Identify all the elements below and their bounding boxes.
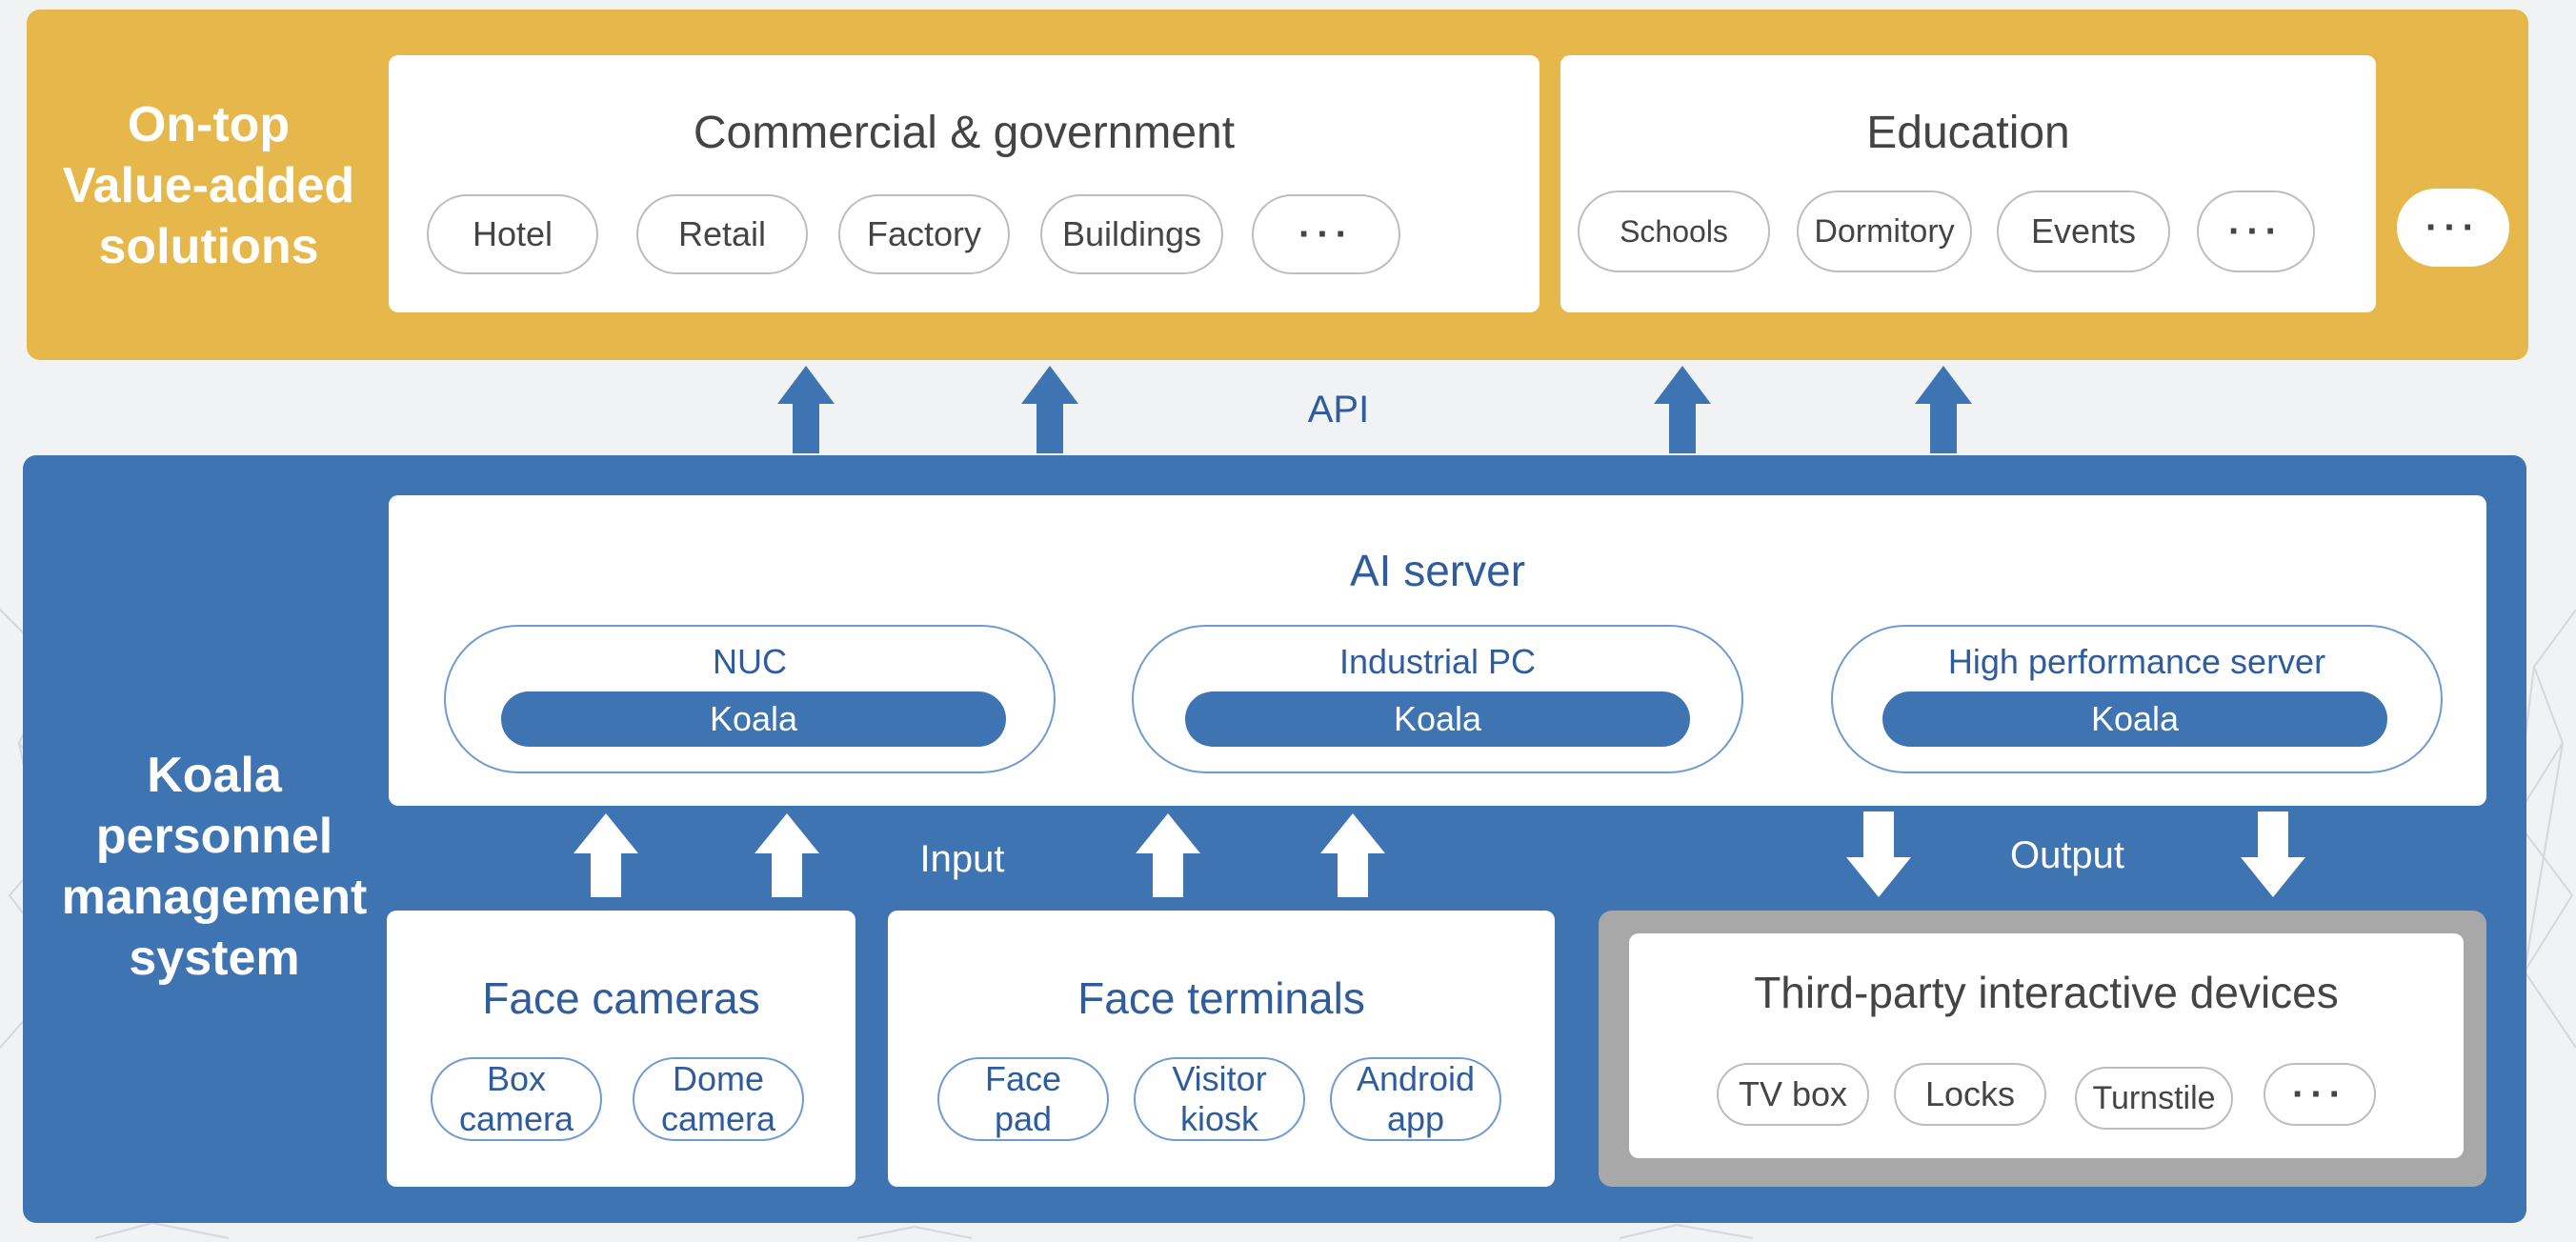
title-line: Value-added	[62, 158, 355, 213]
koala-engine: Koala	[1882, 691, 2387, 747]
output-label: Output	[2009, 833, 2125, 876]
device-line: Face	[984, 1059, 1062, 1098]
api-arrow-up	[777, 366, 835, 453]
education-title: Education	[1866, 107, 2070, 158]
api-arrow-up	[1654, 366, 1711, 453]
output-arrow-down	[2241, 811, 2305, 897]
device-line: app	[1386, 1099, 1445, 1138]
solutions-more: ···	[2395, 187, 2511, 269]
solution-factory: Factory	[838, 194, 1010, 274]
third-party-title: Third-party interactive devices	[1754, 968, 2339, 1017]
device-line: camera	[660, 1099, 776, 1138]
api-arrow-up	[1021, 366, 1078, 453]
solution-dormitory: Dormitory	[1797, 190, 1972, 272]
api-arrows	[777, 366, 1972, 453]
device-line: camera	[458, 1099, 574, 1138]
device-turnstile: Turnstile	[2075, 1067, 2233, 1130]
face-terminals-panel	[888, 911, 1555, 1187]
education-panel	[1560, 55, 2376, 312]
input-arrow-up	[1320, 813, 1385, 897]
face-cameras-panel	[387, 911, 855, 1187]
platform-label: Industrial PC	[1338, 642, 1537, 681]
device-tv-box: TV box	[1717, 1063, 1869, 1126]
device-line: Box	[486, 1059, 547, 1098]
device-box-camera: Box camera	[431, 1057, 602, 1141]
device-android-app: Android app	[1330, 1057, 1501, 1141]
platform-label: High performance server	[1947, 642, 2326, 681]
koala-engine: Koala	[1185, 691, 1690, 747]
commercial-government-title: Commercial & government	[693, 107, 1236, 158]
input-arrow-up	[1136, 813, 1200, 897]
device-more: ···	[2264, 1063, 2376, 1126]
device-line: kiosk	[1179, 1099, 1259, 1138]
api-arrow-up	[1915, 366, 1972, 453]
value-added-title: On-top Value-added solutions	[34, 86, 383, 286]
title-line: Koala	[147, 748, 282, 803]
device-line: Visitor	[1172, 1059, 1267, 1098]
device-visitor-kiosk: Visitor kiosk	[1134, 1057, 1305, 1141]
solution-retail: Retail	[636, 194, 808, 274]
output-arrow-down	[1846, 811, 1911, 897]
solution-schools: Schools	[1578, 190, 1770, 272]
title-line: system	[129, 931, 300, 986]
platform-label: NUC	[713, 642, 787, 681]
solution-more: ···	[2197, 190, 2315, 272]
ai-server-title: AI server	[1349, 546, 1526, 595]
solution-hotel: Hotel	[427, 194, 598, 274]
device-locks: Locks	[1894, 1063, 2046, 1126]
input-arrow-up	[574, 813, 638, 897]
title-line: personnel	[95, 809, 333, 864]
device-dome-camera: Dome camera	[633, 1057, 804, 1141]
input-label: Input	[919, 837, 1005, 880]
koala-system-title: Koala personnel management system	[38, 743, 391, 991]
title-line: On-top	[127, 97, 291, 152]
device-line: Dome	[672, 1059, 765, 1098]
koala-engine: Koala	[501, 691, 1006, 747]
flow-arrows	[574, 811, 2305, 897]
input-arrow-up	[755, 813, 819, 897]
solution-more: ···	[1252, 194, 1400, 274]
solution-events: Events	[1997, 190, 2170, 272]
device-line: pad	[994, 1099, 1053, 1138]
api-label: API	[1307, 388, 1370, 431]
face-terminals-title: Face terminals	[1077, 973, 1365, 1023]
solution-buildings: Buildings	[1040, 194, 1223, 274]
title-line: solutions	[98, 219, 319, 274]
device-face-pad: Face pad	[937, 1057, 1109, 1141]
title-line: management	[61, 870, 368, 925]
device-line: Android	[1356, 1059, 1476, 1098]
face-cameras-title: Face cameras	[482, 973, 760, 1023]
